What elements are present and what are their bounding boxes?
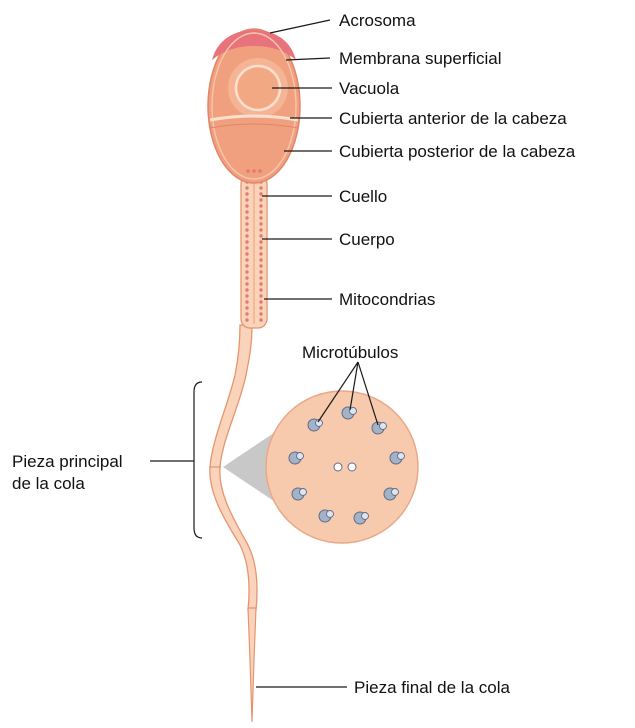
mitochondrion-dot bbox=[259, 204, 262, 207]
label-cuerpo: Cuerpo bbox=[339, 230, 395, 249]
label-pieza-principal-2: de la cola bbox=[12, 474, 85, 493]
mitochondrion-dot bbox=[245, 222, 248, 225]
mitochondrion-dot bbox=[259, 234, 262, 237]
mitochondrion-dot bbox=[245, 270, 248, 273]
microtubule-subfiber bbox=[398, 453, 405, 460]
mitochondrion-dot bbox=[259, 258, 262, 261]
mitochondrion-dot bbox=[259, 198, 262, 201]
label-membrana-superficial: Membrana superficial bbox=[339, 49, 502, 68]
mitochondrion-dot bbox=[259, 186, 262, 189]
label-cubierta-posterior: Cubierta posterior de la cabeza bbox=[339, 142, 576, 161]
neck-dot bbox=[258, 169, 262, 173]
mitochondrion-dot bbox=[245, 276, 248, 279]
label-pieza-principal-1: Pieza principal bbox=[12, 452, 123, 471]
mitochondrion-dot bbox=[259, 216, 262, 219]
mitochondrion-dot bbox=[245, 234, 248, 237]
mitochondrion-dot bbox=[245, 306, 248, 309]
mitochondrion-dot bbox=[259, 210, 262, 213]
microtubule-subfiber bbox=[327, 511, 334, 518]
mitochondrion-dot bbox=[245, 204, 248, 207]
mitochondrion-dot bbox=[259, 312, 262, 315]
mitochondrion-dot bbox=[245, 210, 248, 213]
mitochondrion-dot bbox=[245, 228, 248, 231]
mitochondrion-dot bbox=[259, 276, 262, 279]
mitochondrion-dot bbox=[259, 192, 262, 195]
mitochondrion-dot bbox=[245, 252, 248, 255]
microtubule-subfiber bbox=[392, 489, 399, 496]
mitochondrion-dot bbox=[259, 246, 262, 249]
mitochondrion-dot bbox=[245, 240, 248, 243]
mitochondrion-dot bbox=[259, 240, 262, 243]
mitochondrion-dot bbox=[259, 252, 262, 255]
leader-membrana bbox=[286, 58, 330, 60]
mitochondrion-dot bbox=[259, 300, 262, 303]
mitochondrion-dot bbox=[245, 246, 248, 249]
mitochondrion-dot bbox=[245, 216, 248, 219]
leader-acrosoma bbox=[270, 20, 330, 33]
label-acrosoma: Acrosoma bbox=[339, 11, 416, 30]
label-mitocondrias: Mitocondrias bbox=[339, 290, 435, 309]
microtubule-subfiber bbox=[362, 513, 369, 520]
central-microtubule bbox=[348, 463, 356, 471]
mitochondrion-dot bbox=[259, 228, 262, 231]
label-cuello: Cuello bbox=[339, 187, 387, 206]
neck-dot bbox=[252, 169, 256, 173]
neck-dot bbox=[246, 169, 250, 173]
mitochondrion-dot bbox=[245, 186, 248, 189]
mitochondrion-dot bbox=[245, 258, 248, 261]
mitochondrion-dot bbox=[245, 264, 248, 267]
microtubule-subfiber bbox=[380, 423, 387, 430]
mitochondrion-dot bbox=[259, 264, 262, 267]
label-pieza-final: Pieza final de la cola bbox=[354, 678, 510, 697]
microtubule-subfiber bbox=[297, 453, 304, 460]
mitochondrion-dot bbox=[259, 222, 262, 225]
microtubule-subfiber bbox=[300, 489, 307, 496]
mitochondrion-dot bbox=[245, 294, 248, 297]
mitochondrion-dot bbox=[259, 318, 262, 321]
mitochondrion-dot bbox=[245, 318, 248, 321]
bracket-pieza-principal bbox=[194, 382, 202, 538]
label-microtubulos: Microtúbulos bbox=[302, 343, 398, 362]
central-microtubule bbox=[334, 463, 342, 471]
mitochondrion-dot bbox=[259, 270, 262, 273]
mitochondrion-dot bbox=[245, 312, 248, 315]
tail-end-piece bbox=[248, 608, 256, 722]
mitochondrion-dot bbox=[259, 288, 262, 291]
mitochondrion-dot bbox=[259, 282, 262, 285]
mitochondrion-dot bbox=[245, 300, 248, 303]
mitochondrion-dot bbox=[259, 294, 262, 297]
label-cubierta-anterior: Cubierta anterior de la cabeza bbox=[339, 109, 567, 128]
mitochondrion-dot bbox=[245, 192, 248, 195]
label-vacuola: Vacuola bbox=[339, 79, 400, 98]
mitochondrion-dot bbox=[245, 288, 248, 291]
mitochondrion-dot bbox=[259, 306, 262, 309]
mitochondrion-dot bbox=[245, 282, 248, 285]
mitochondrion-dot bbox=[245, 198, 248, 201]
